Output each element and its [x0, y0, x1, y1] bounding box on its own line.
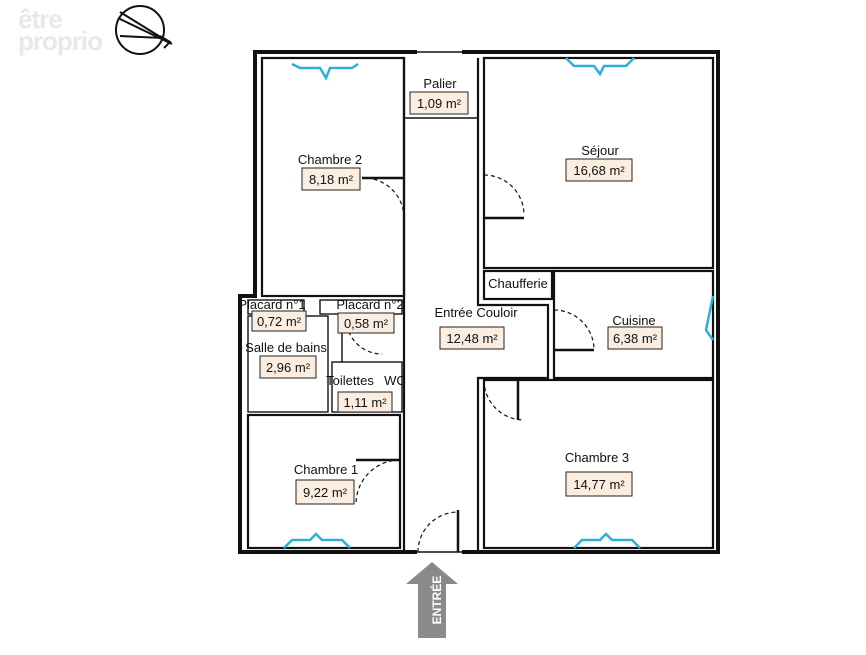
room-area: 1,11 m²: [343, 395, 387, 410]
room-chambre-3: Chambre 3 14,77 m²: [565, 450, 633, 497]
room-chambre-1: Chambre 1 9,22 m²: [294, 462, 358, 505]
watermark-logo: être proprio: [18, 4, 103, 56]
room-area: 0,58 m²: [344, 316, 389, 331]
room-placard-1: Placard n°1 0,72 m²: [238, 297, 307, 332]
room-name: Chaufferie: [488, 276, 548, 291]
room-area: 8,18 m²: [309, 172, 354, 187]
room-name: Chambre 3: [565, 450, 629, 465]
room-name: Chambre 2: [298, 152, 362, 167]
room-area: 12,48 m²: [446, 331, 498, 346]
room-name: Placard n°2: [336, 297, 403, 312]
room-name: WC: [384, 373, 406, 388]
outer-walls: [238, 50, 720, 554]
entrance-arrow-icon: ENTRÉE: [406, 562, 458, 638]
room-palier: Palier 1,09 m²: [409, 76, 469, 115]
room-placard-2: Placard n°2 0,58 m²: [336, 297, 404, 334]
room-area: 0,72 m²: [257, 314, 302, 329]
doors: [345, 174, 595, 553]
watermark-line1: être: [18, 4, 63, 34]
room-area: 1,09 m²: [417, 96, 462, 111]
room-area: 6,38 m²: [613, 331, 658, 346]
room-area: 9,22 m²: [303, 485, 348, 500]
room-salle-de-bains: Salle de bains 2,96 m²: [245, 340, 327, 379]
room-chaufferie: Chaufferie: [488, 276, 548, 291]
compass-north-icon: [115, 5, 173, 55]
entrance-label: ENTRÉE: [429, 576, 444, 625]
windows: [283, 57, 715, 549]
room-name: Salle de bains: [245, 340, 327, 355]
room-area: 14,77 m²: [573, 477, 625, 492]
room-name: Séjour: [581, 143, 619, 158]
room-name: Entrée Couloir: [434, 305, 518, 320]
room-area: 2,96 m²: [266, 360, 311, 375]
room-name: Placard n°1: [238, 297, 305, 312]
room-entree-couloir: Entrée Couloir 12,48 m²: [434, 305, 518, 350]
watermark-line2: proprio: [18, 26, 103, 56]
room-name: Palier: [423, 76, 457, 91]
room-chambre-2: Chambre 2 8,18 m²: [298, 152, 362, 191]
room-toilettes: Toilettes: [326, 373, 374, 388]
room-name: Chambre 1: [294, 462, 358, 477]
room-name: Toilettes: [326, 373, 374, 388]
room-cuisine: Cuisine 6,38 m²: [607, 313, 663, 350]
room-sejour: Séjour 16,68 m²: [565, 143, 633, 182]
room-name: Cuisine: [612, 313, 655, 328]
room-area: 16,68 m²: [573, 163, 625, 178]
room-wc: WC 1,11 m²: [337, 373, 406, 413]
